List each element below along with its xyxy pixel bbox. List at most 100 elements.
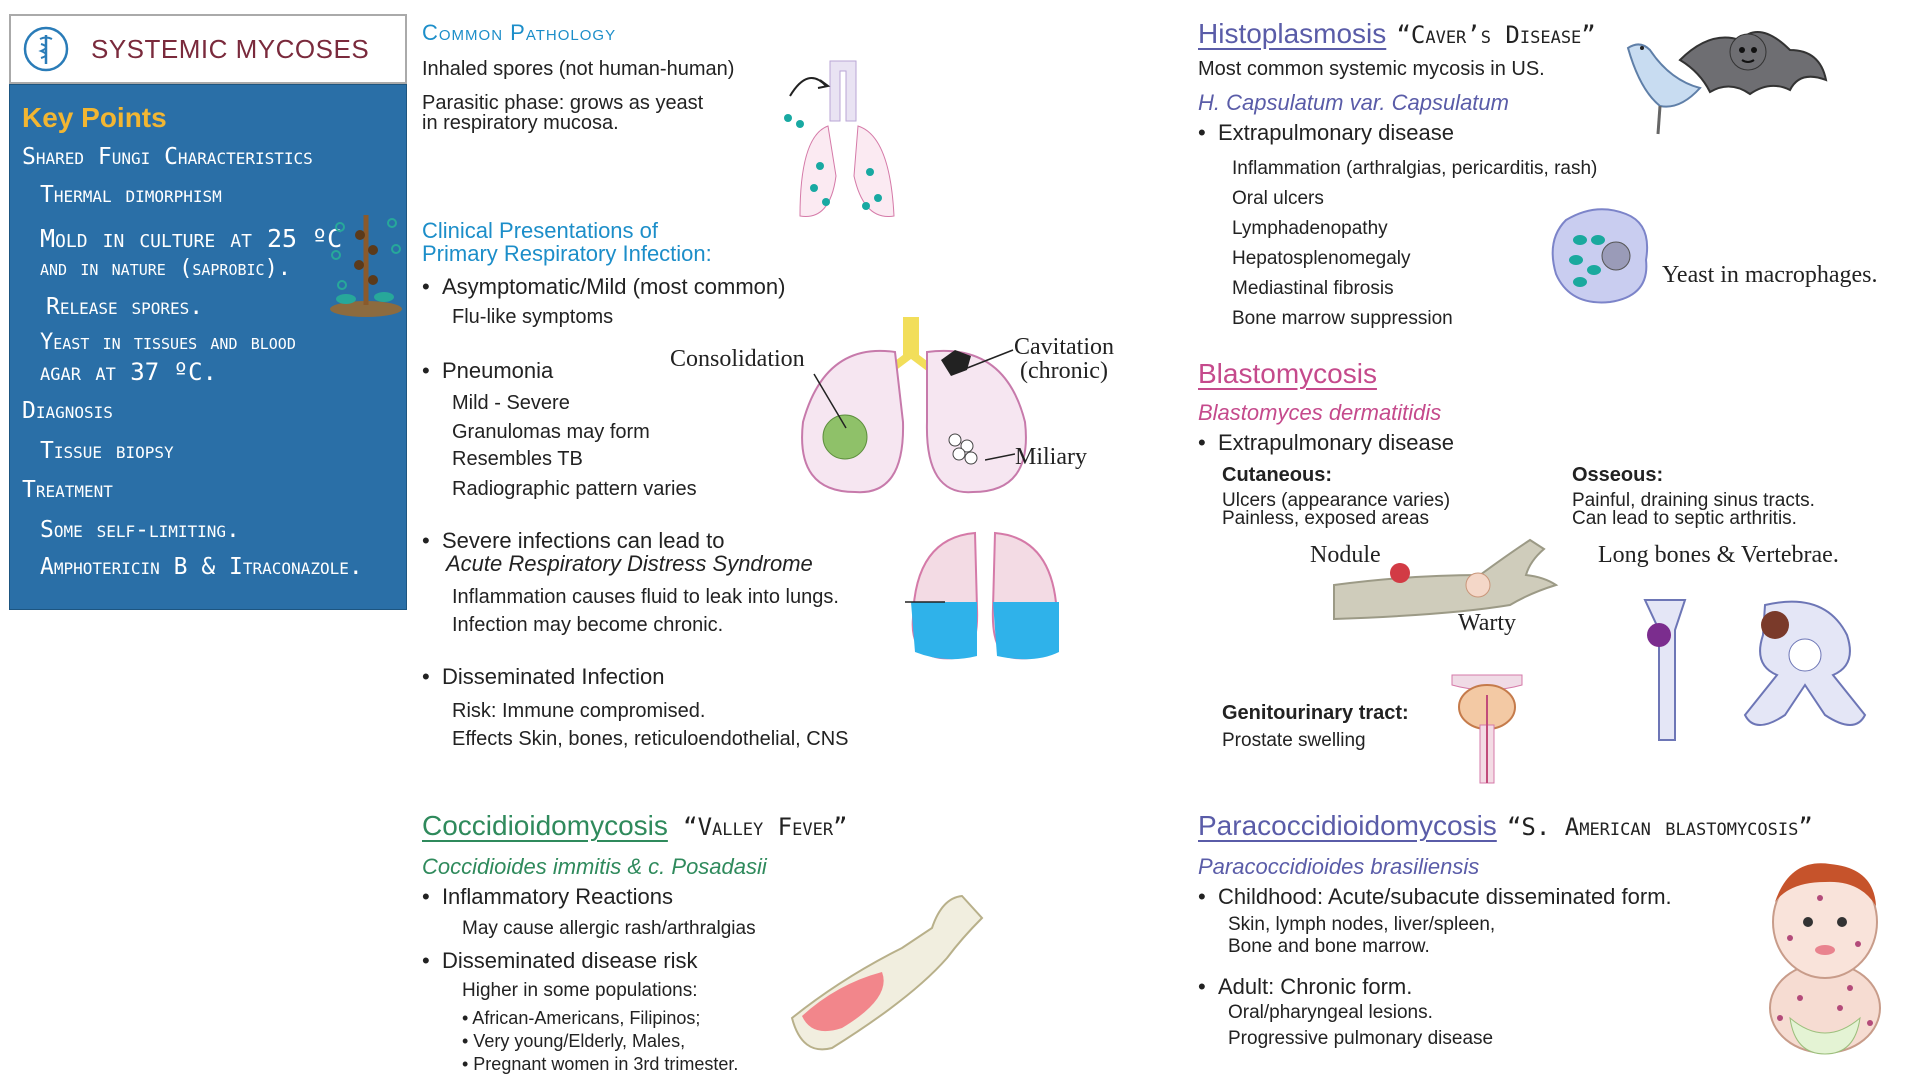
- kp-item-amphotericin: Amphotericin B & Itraconazole.: [40, 554, 363, 580]
- pneumonia-item: Resembles TB: [452, 448, 583, 470]
- ards-lungs-illustration: [905, 531, 1059, 660]
- blasto-bullet: • Extrapulmonary disease: [1198, 430, 1454, 455]
- mold-plant-icon: [330, 215, 402, 317]
- para-bullet-child: • Childhood: Acute/subacute disseminated…: [1198, 884, 1672, 909]
- histo-title-row: Histoplasmosis “Caver’s Disease”: [1198, 18, 1596, 50]
- cavitation-pointer-line: [956, 349, 1014, 373]
- flu-like-text: Flu-like symptoms: [452, 306, 614, 328]
- respiratory-tract-illustration: [784, 60, 895, 217]
- pathology-line-2: Parasitic phase: grows as yeast: [422, 92, 704, 114]
- cocci-pop: • African-Americans, Filipinos;: [462, 1008, 701, 1028]
- para-species: Paracoccidioides brasiliensis: [1198, 854, 1480, 879]
- para-nickname: “S. American blastomycosis”: [1506, 813, 1813, 841]
- severe-item: Infection may become chronic.: [452, 614, 724, 636]
- cocci-name: Coccidioidomycosis: [422, 810, 668, 841]
- pneumonia-text: Pneumonia: [441, 358, 554, 383]
- histo-species: H. Capsulatum var. Capsulatum: [1198, 90, 1509, 115]
- histo-name: Histoplasmosis: [1198, 18, 1387, 49]
- asymptomatic-text: Asymptomatic/Mild (most common): [441, 274, 786, 299]
- cocci-pop: • Very young/Elderly, Males,: [462, 1031, 686, 1051]
- cutaneous-item: Ulcers (appearance varies): [1222, 490, 1451, 511]
- histo-bullet: • Extrapulmonary disease: [1198, 120, 1454, 145]
- para-adult-item: Progressive pulmonary disease: [1228, 1028, 1494, 1049]
- histo-b1: Extrapulmonary disease: [1217, 120, 1454, 145]
- osseous-item: Painful, draining sinus tracts.: [1572, 490, 1815, 511]
- disseminated-text: Disseminated Infection: [441, 664, 665, 689]
- caduceus-logo-icon: [23, 26, 69, 72]
- para-title-row: Paracoccidioidomycosis “S. American blas…: [1198, 810, 1813, 842]
- baby-illustration: [1769, 863, 1881, 1055]
- pneumonia-item: Mild - Severe: [452, 392, 570, 414]
- pneumonia-item: Radiographic pattern varies: [452, 478, 697, 500]
- kp-item-thermal: Thermal dimorphism: [40, 182, 222, 208]
- bullet-disseminated: • Disseminated Infection: [422, 664, 665, 689]
- kp-item-agar: agar at 37 ºC.: [40, 358, 218, 386]
- bullet-pneumonia: • Pneumonia: [422, 358, 554, 383]
- cocci-b1: Inflammatory Reactions: [441, 884, 674, 909]
- arm-lesions-illustration: [1333, 538, 1559, 621]
- cocci-pop: • Pregnant women in 3rd trimester.: [462, 1054, 739, 1074]
- para-adult-item: Oral/pharyngeal lesions.: [1228, 1002, 1433, 1023]
- macrophage-illustration: [1551, 208, 1648, 304]
- warty-label: Warty: [1458, 610, 1517, 636]
- histo-nickname: “Caver’s Disease”: [1396, 21, 1596, 49]
- label-consolidation: Consolidation: [670, 346, 805, 372]
- cocci-species: Coccidioides immitis & c. Posadasii: [422, 854, 767, 879]
- histo-line: Most common systemic mycosis in US.: [1198, 58, 1545, 80]
- histo-item: Bone marrow suppression: [1232, 308, 1453, 329]
- cocci-bullet-2: • Disseminated disease risk: [422, 948, 698, 973]
- pathology-line-3: in respiratory mucosa.: [422, 112, 619, 134]
- kp-item-biopsy: Tissue biopsy: [40, 438, 174, 464]
- kp-item-mold: Mold in culture at 25 ºC: [40, 224, 343, 253]
- clinical-heading-1: Clinical Presentations of: [422, 218, 659, 243]
- cocci-nickname: “Valley Fever”: [683, 813, 848, 841]
- bones-label: Long bones & Vertebrae.: [1598, 542, 1839, 568]
- bones-vertebra-illustration: [1643, 599, 1867, 741]
- kp-item-diagnosis: Diagnosis: [22, 398, 113, 424]
- disseminated-item: Risk: Immune compromised.: [452, 700, 706, 722]
- disseminated-item: Effects Skin, bones, reticuloendothelial…: [452, 728, 849, 750]
- key-points-heading: Key Points: [22, 102, 167, 133]
- nodule-label: Nodule: [1310, 542, 1381, 568]
- histo-item: Inflammation (arthralgias, pericarditis,…: [1232, 158, 1598, 179]
- blasto-species: Blastomyces dermatitidis: [1198, 400, 1442, 425]
- kp-item-self-limiting: Some self-limiting.: [40, 517, 240, 543]
- blasto-b1: Extrapulmonary disease: [1217, 430, 1454, 455]
- prostate-illustration: [1451, 674, 1523, 784]
- kp-item-yeast: Yeast in tissues and blood: [40, 330, 296, 355]
- cocci-b2: Disseminated disease risk: [441, 948, 698, 973]
- pneumonia-item: Granulomas may form: [452, 421, 650, 443]
- bird-bat-illustration: [1626, 31, 1828, 135]
- panel-title: SYSTEMIC MYCOSES: [91, 34, 370, 64]
- cutaneous-item: Painless, exposed areas: [1222, 508, 1430, 529]
- bullet-severe: • Severe infections can lead to: [422, 528, 725, 553]
- para-bullet-adult: • Adult: Chronic form.: [1198, 974, 1413, 999]
- kp-item-nature: and in nature (saprobic).: [40, 256, 292, 281]
- severe-text: Severe infections can lead to: [441, 528, 725, 553]
- ards-text: Acute Respiratory Distress Syndrome: [446, 551, 813, 576]
- para-name: Paracoccidioidomycosis: [1198, 810, 1497, 841]
- kp-item-spores: Release spores.: [46, 294, 204, 320]
- label-chronic: (chronic): [1020, 358, 1108, 384]
- consolidation-pointer-line: [813, 373, 847, 429]
- para-adult: Adult: Chronic form.: [1217, 974, 1413, 999]
- key-points-panel: [9, 84, 407, 610]
- kp-item-shared: Shared Fungi Characteristics: [22, 144, 313, 170]
- histo-item: Lymphadenopathy: [1232, 218, 1388, 239]
- pathology-line-1: Inhaled spores (not human-human): [422, 58, 735, 80]
- kp-item-treatment: Treatment: [22, 477, 113, 503]
- miliary-pointer-line: [985, 453, 1015, 461]
- severe-item: Inflammation causes fluid to leak into l…: [452, 586, 839, 608]
- histo-item: Oral ulcers: [1232, 188, 1324, 209]
- arm-rash-illustration: [790, 894, 984, 1051]
- bullet-asymptomatic: • Asymptomatic/Mild (most common): [422, 274, 786, 299]
- cutaneous-heading: Cutaneous:: [1222, 464, 1332, 486]
- cocci-b1-sub: May cause allergic rash/arthralgias: [462, 918, 756, 939]
- para-child-item: Skin, lymph nodes, liver/spleen,: [1228, 914, 1496, 935]
- blasto-name: Blastomycosis: [1198, 358, 1377, 389]
- gu-heading: Genitourinary tract:: [1222, 702, 1409, 724]
- cocci-title-row: Coccidioidomycosis “Valley Fever”: [422, 810, 848, 842]
- yeast-macrophages-label: Yeast in macrophages.: [1662, 262, 1878, 288]
- label-miliary: Miliary: [1015, 444, 1087, 470]
- cocci-bullet-1: • Inflammatory Reactions: [422, 884, 674, 909]
